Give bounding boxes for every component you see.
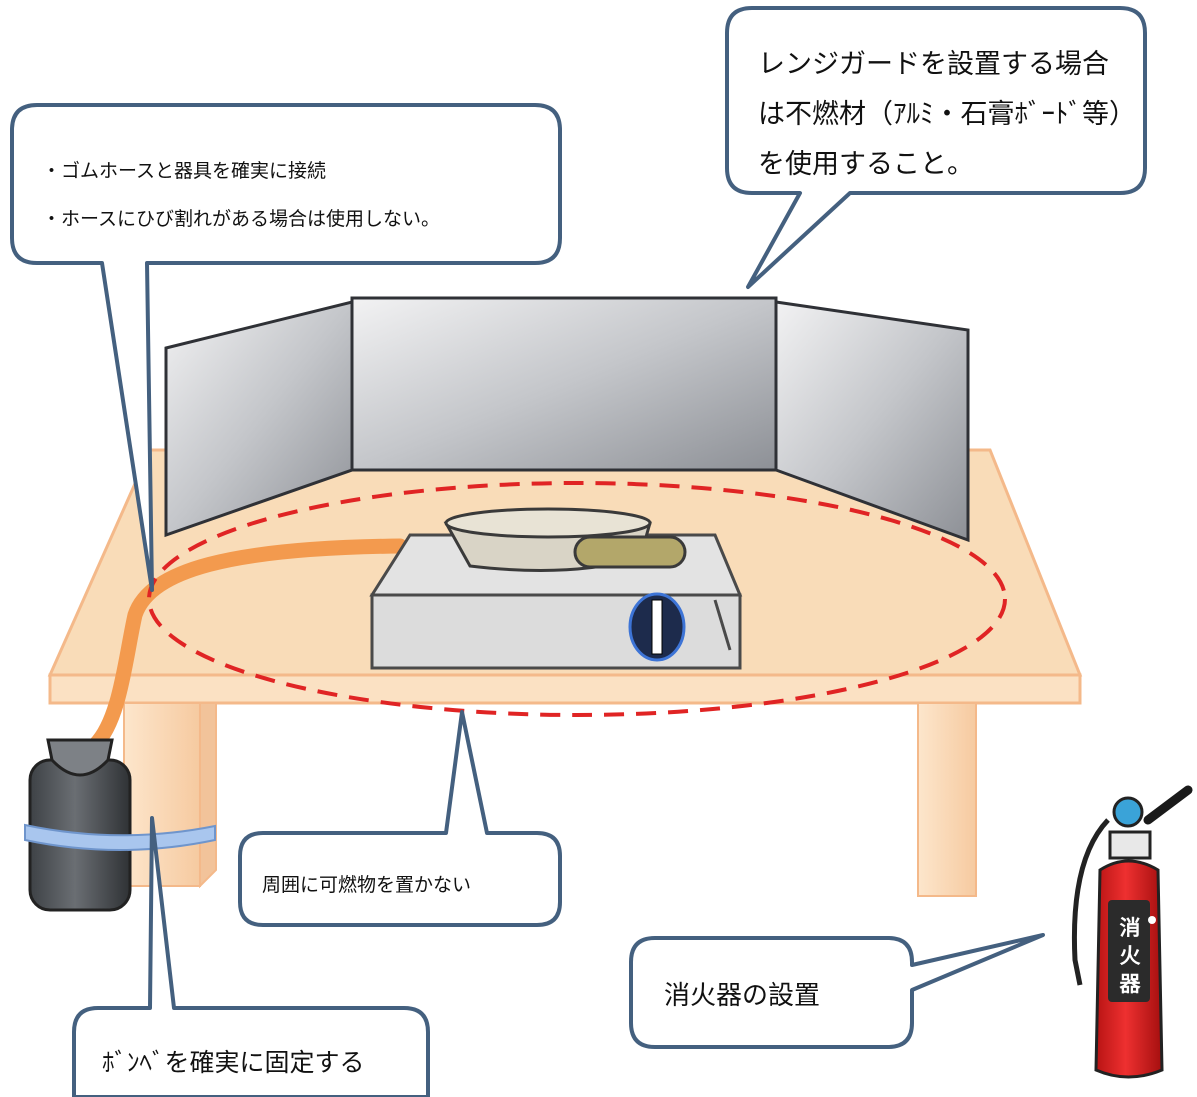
cylinder-valve xyxy=(46,738,114,777)
range-guard-center-panel xyxy=(350,296,778,472)
gas-cylinder xyxy=(24,738,216,912)
callout-guard-line-3: を使用すること。 xyxy=(758,149,974,180)
table-leg-left xyxy=(123,702,201,887)
callout-cylinder-outline xyxy=(72,816,430,1097)
callout-extinguisher-outline xyxy=(629,933,1045,1049)
range-guard-right-panel xyxy=(774,300,970,543)
extinguisher-label-char-3: 器 xyxy=(1119,972,1141,996)
callout-cylinder-text: ﾎﾞﾝﾍﾞを確実に固定する xyxy=(102,1048,365,1077)
callout-hose-line-1: ・ゴムホースと器具を確実に接続 xyxy=(42,160,327,182)
fire-extinguisher-illustration xyxy=(1071,785,1193,1079)
danger-zone-ellipse xyxy=(147,481,1007,717)
callout-guard-line-2: は不燃材（ｱﾙﾐ・石膏ﾎﾞｰﾄﾞ等） xyxy=(758,99,1136,130)
frying-pan-handle xyxy=(573,535,687,569)
callout-combustibles-outline xyxy=(238,710,562,927)
extinguisher-label-char-1: 消 xyxy=(1119,916,1141,940)
callout-combustibles-text: 周囲に可燃物を置かない xyxy=(262,874,472,896)
range-guard xyxy=(164,296,970,543)
rubber-hose xyxy=(87,538,408,753)
gas-stove xyxy=(369,507,743,670)
extinguisher-label: 消 火 器 xyxy=(1115,914,1145,998)
extinguisher-label-char-2: 火 xyxy=(1119,944,1141,968)
callout-guard-line-1: レンジガードを設置する場合 xyxy=(758,49,1109,80)
callout-hose-text: ・ゴムホースと器具を確実に接続 ・ホースにひび割れがある場合は使用しない。 xyxy=(42,147,552,243)
table-leg-left-side xyxy=(199,702,217,889)
callout-guard-outline xyxy=(725,6,1147,289)
callout-hose-outline xyxy=(10,103,562,592)
table-leg-right xyxy=(917,702,977,897)
callout-hose-line-2: ・ホースにひび割れがある場合は使用しない。 xyxy=(42,208,441,230)
cylinder-strap xyxy=(24,823,216,851)
table-front-edge xyxy=(48,673,1082,705)
callout-guard-text: レンジガードを設置する場合 は不燃材（ｱﾙﾐ・石膏ﾎﾞｰﾄﾞ等） を使用すること… xyxy=(758,40,1148,190)
callout-extinguisher-text: 消火器の設置 xyxy=(664,981,821,1011)
